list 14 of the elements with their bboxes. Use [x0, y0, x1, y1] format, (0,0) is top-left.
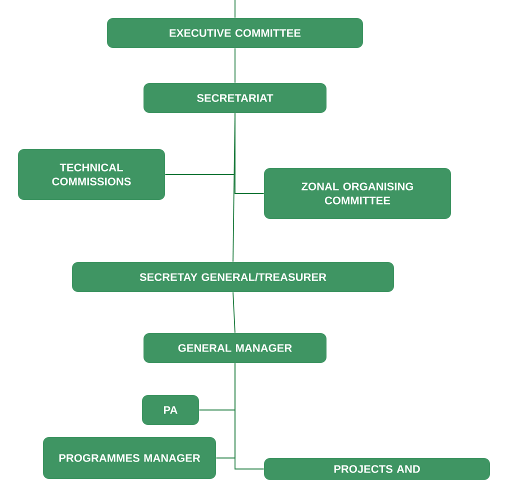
connector-line	[234, 0, 236, 18]
connector-line	[234, 48, 236, 84]
org-box: EXECUTIVE COMMITTEE	[107, 18, 363, 48]
org-box: SECRETAY GENERAL/TREASURER	[72, 262, 394, 292]
org-box: TECHNICAL COMMISSIONS	[18, 149, 165, 200]
org-box: GENERAL MANAGER	[144, 333, 326, 363]
org-box: SECRETARIAT	[144, 83, 326, 113]
connector-line	[232, 112, 236, 262]
org-box: PA	[142, 395, 199, 425]
org-box: ZONAL ORGANISING COMMITTEE	[264, 168, 451, 219]
org-box: PROGRAMMES MANAGER	[43, 437, 216, 479]
connector-line	[234, 362, 264, 470]
org-box: PROJECTS AND	[264, 458, 490, 480]
connector-line	[232, 292, 236, 334]
